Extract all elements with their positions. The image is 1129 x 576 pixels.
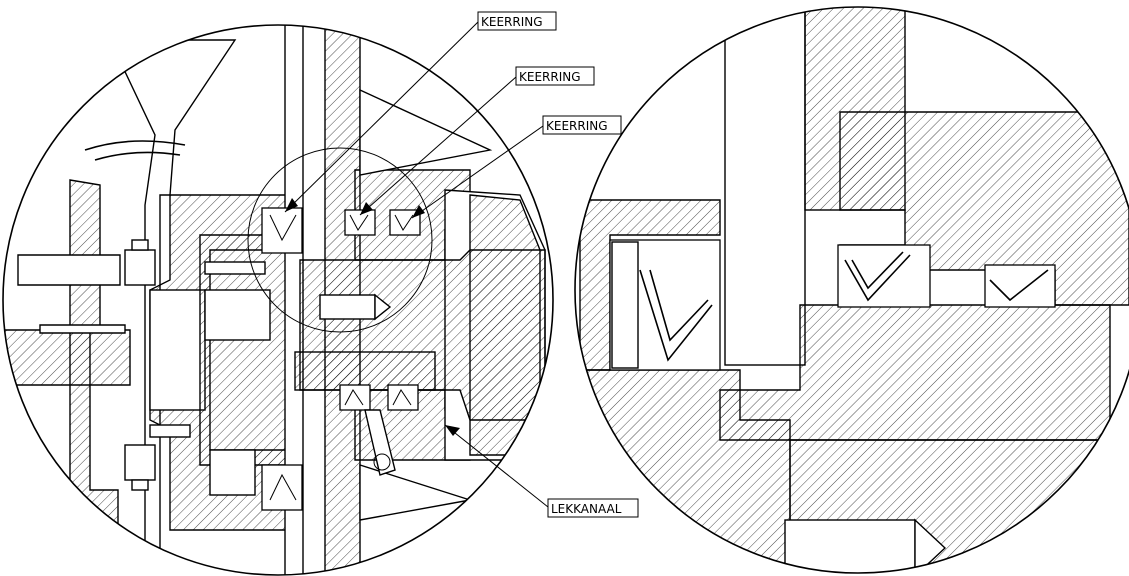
callout-keerring-3: KEERRING: [411, 115, 622, 219]
callout-lekkanaal: LEKKANAAL: [444, 424, 639, 518]
grease-nipple: [364, 409, 396, 476]
left-section-view: [2, 24, 554, 576]
housing-left: [3, 179, 131, 575]
detail-marker-circle: [247, 147, 433, 333]
arrowhead-icon: [360, 202, 373, 215]
arrowhead-icon: [285, 198, 298, 212]
callout-label-3: KEERRING: [546, 119, 608, 133]
bolt-top: [124, 239, 156, 286]
shaft: [294, 249, 546, 421]
right-seal-middle: [837, 244, 931, 308]
arrowhead-icon: [445, 425, 460, 436]
right-wall-plate: [724, 7, 806, 366]
callout-label-1: KEERRING: [481, 15, 543, 29]
seal-cluster-upper: [261, 207, 421, 254]
left-detail-outline: [2, 24, 554, 576]
seal-cluster-lower: [209, 384, 419, 511]
arrowhead-icon: [412, 205, 425, 218]
right-bore: [784, 519, 916, 573]
right-section-view: [574, 6, 1129, 574]
callout-label-2: KEERRING: [519, 70, 581, 84]
right-seal-large: [609, 239, 721, 371]
right-detail-outline: [574, 6, 1129, 574]
right-shaft: [719, 304, 1111, 441]
flange-disc: [199, 234, 301, 466]
callout-keerring-1: KEERRING: [284, 11, 557, 213]
bolt-bottom: [124, 444, 156, 491]
callout-label-4: LEKKANAAL: [551, 502, 622, 516]
callout-keerring-2: KEERRING: [359, 66, 595, 216]
right-seal-small: [984, 264, 1056, 308]
